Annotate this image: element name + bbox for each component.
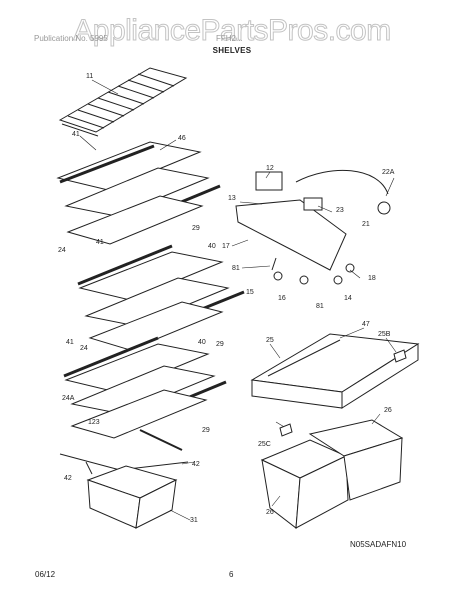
callout: 12 [266, 165, 274, 172]
callout: 25C [258, 441, 271, 448]
callout: 29 [192, 225, 200, 232]
callout: 24 [80, 345, 88, 352]
callout: 42 [192, 461, 200, 468]
wire-shelf [58, 67, 188, 137]
header-model: FFH2... [216, 34, 243, 43]
callout: 81 [316, 303, 324, 310]
callout: 123 [88, 419, 100, 426]
callout: 31 [190, 517, 198, 524]
page-number: 6 [229, 570, 234, 579]
callout: 24A [62, 395, 75, 402]
callout: 15 [246, 289, 254, 296]
glass-shelf-3 [63, 336, 227, 451]
callout: 41 [96, 239, 104, 246]
control-housing [235, 169, 391, 285]
callout: 11 [86, 73, 93, 80]
section-title: SHELVES [212, 46, 252, 55]
deli-drawer [86, 465, 178, 529]
footer-date: 06/12 [35, 570, 56, 579]
callout: 29 [202, 427, 210, 434]
callout: 22A [382, 169, 395, 176]
glass-shelf-1 [56, 141, 221, 245]
callout: 16 [278, 295, 286, 302]
glass-shelf-2 [77, 244, 245, 351]
callout: 41 [72, 131, 80, 138]
callout: 25 [266, 337, 274, 344]
callout: 41 [66, 339, 74, 346]
callout: 17 [222, 243, 230, 250]
callout: 25B [378, 331, 391, 338]
callout: 40 [198, 339, 206, 346]
header-publication: Publication No. 5995 [34, 34, 108, 43]
callout: 18 [368, 275, 376, 282]
callout: 21 [362, 221, 370, 228]
crisper-cover [250, 333, 420, 409]
callout: 13 [228, 195, 236, 202]
callout: 24 [58, 247, 66, 254]
callout: 23 [336, 207, 344, 214]
callout: 47 [362, 321, 370, 328]
callout: 42 [64, 475, 72, 482]
callout: 29 [216, 341, 224, 348]
callout: 14 [344, 295, 352, 302]
watermark: AppliancePartsPros.com [73, 14, 392, 48]
figure-code: N05SADAFN10 [350, 540, 407, 549]
callout: 26 [266, 509, 274, 516]
callout: 40 [208, 243, 216, 250]
callout: 26 [384, 407, 392, 414]
crisper-drawers [260, 419, 404, 529]
callout: 46 [178, 135, 186, 142]
callout: 81 [232, 265, 240, 272]
